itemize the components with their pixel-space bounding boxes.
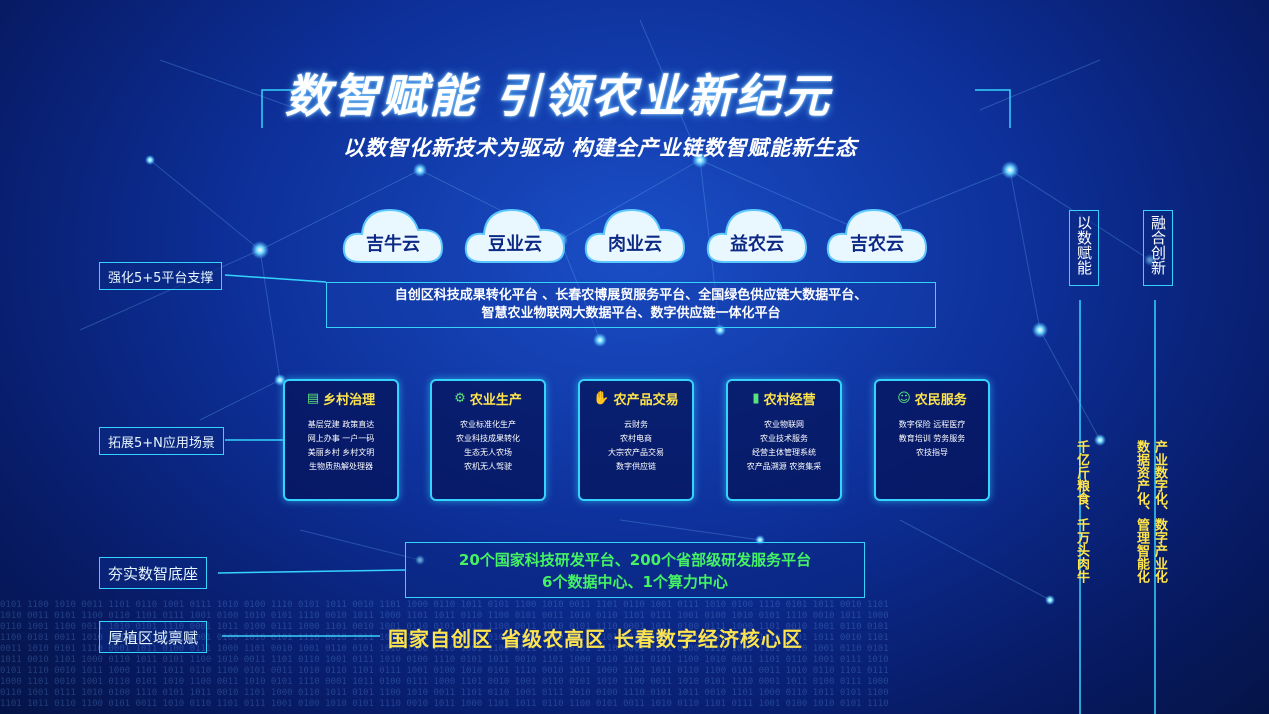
base-box: 20个国家科技研发平台、200个省部级研发服务平台 6个数据中心、1个算力中心 bbox=[405, 542, 865, 598]
page-title: 数智赋能 引领农业新纪元 bbox=[285, 69, 832, 123]
scene-title: 乡村治理 bbox=[323, 393, 376, 408]
farmer-icon: ☺ bbox=[897, 391, 911, 406]
scene-item: 农机无人驾驶 bbox=[464, 462, 512, 471]
handshake-icon: ✋ bbox=[593, 391, 610, 406]
scene-card-agri-production: ⚙农业生产 农业标准化生产 农业科技成果转化 生态无人农场 农机无人驾驶 bbox=[430, 379, 546, 501]
scene-item: 生态无人农场 bbox=[464, 448, 512, 457]
scene-item: 生物质热解处理器 bbox=[309, 462, 373, 471]
platform-line: 自创区科技成果转化平台 、长春农博展贸服务平台、全国绿色供应链大数据平台、 bbox=[394, 288, 868, 303]
scene-item: 数字供应链 bbox=[616, 462, 656, 471]
cloud-rouye: 肉业云 bbox=[580, 196, 690, 268]
bar-chart-icon: ▮ bbox=[752, 391, 760, 406]
right-tag-text: 融合创新 bbox=[1149, 215, 1167, 275]
right-column-grain: 千亿斤粮食、千万头肉牛 bbox=[1072, 440, 1090, 583]
scene-title: 农业生产 bbox=[469, 393, 522, 408]
right-column-text: 数据资产化、管理智能化 bbox=[1134, 440, 1149, 583]
cloud-yinong: 益农云 bbox=[702, 196, 812, 268]
right-column-text: 千亿斤粮食、千万头肉牛 bbox=[1074, 440, 1089, 583]
scene-item: 农业标准化生产 bbox=[460, 420, 516, 429]
scene-card-rural-governance: ▤乡村治理 基层党建 政策直达 网上办事 一户一码 美丽乡村 乡村文明 生物质热… bbox=[283, 379, 399, 501]
scene-card-product-trade: ✋农产品交易 云财务 农村电商 大宗农产品交易 数字供应链 bbox=[578, 379, 694, 501]
scene-item: 经营主体管理系统 bbox=[752, 448, 816, 457]
scene-item: 大宗农产品交易 bbox=[608, 448, 664, 457]
scene-item: 农业科技成果转化 bbox=[456, 434, 520, 443]
scene-item: 农业技术服务 bbox=[760, 434, 808, 443]
cloud-icon bbox=[584, 208, 686, 263]
platform-line: 智慧农业物联网大数据平台、数字供应链一体化平台 bbox=[481, 306, 781, 321]
binary-pattern: 0101 1100 1010 0011 1101 0110 1001 0111 … bbox=[0, 600, 889, 709]
tractor-icon: ⚙ bbox=[454, 391, 466, 406]
scene-item: 网上办事 一户一码 bbox=[307, 434, 375, 443]
right-tag-text: 以数赋能 bbox=[1075, 215, 1093, 275]
scene-item: 农村电商 bbox=[620, 434, 652, 443]
cloud-douye: 豆业云 bbox=[460, 196, 570, 268]
cloud-label: 吉牛云 bbox=[366, 234, 420, 255]
scene-item: 云财务 bbox=[624, 420, 648, 429]
cloud-label: 益农云 bbox=[730, 234, 784, 255]
right-tag-empower: 以数赋能 bbox=[1069, 210, 1099, 286]
cloud-jinong: 吉农云 bbox=[822, 196, 932, 268]
cloud-icon bbox=[826, 208, 928, 263]
scene-title: 农产品交易 bbox=[613, 393, 679, 408]
scene-card-rural-business: ▮农村经营 农业物联网 农业技术服务 经营主体管理系统 农产品溯源 农资集采 bbox=[726, 379, 842, 501]
base-line: 20个国家科技研发平台、200个省部级研发服务平台 bbox=[458, 551, 812, 569]
cloud-label: 吉农云 bbox=[850, 234, 904, 255]
cloud-jiniu: 吉牛云 bbox=[338, 196, 448, 268]
side-label-scenes: 拓展5+N应用场景 bbox=[99, 427, 224, 455]
scene-title: 农村经营 bbox=[763, 393, 816, 408]
scene-card-farmer-service: ☺农民服务 数字保险 远程医疗 教育培训 劳务服务 农技指导 bbox=[874, 379, 990, 501]
scene-item: 基层党建 政策直达 bbox=[307, 420, 375, 429]
region-zones: 国家自创区 省级农高区 长春数字经济核心区 bbox=[388, 627, 803, 651]
side-label-platform: 强化5+5平台支撑 bbox=[99, 262, 223, 290]
platform-box: 自创区科技成果转化平台 、长春农博展贸服务平台、全国绿色供应链大数据平台、 智慧… bbox=[326, 282, 936, 328]
right-column-digital: 产业数字化、数字产业化 数据资产化、管理智能化 bbox=[1132, 440, 1168, 583]
scene-item: 教育培训 劳务服务 bbox=[898, 434, 966, 443]
side-label-region: 厚植区域禀赋 bbox=[99, 621, 208, 653]
right-tag-innovation: 融合创新 bbox=[1143, 210, 1173, 286]
scene-item: 美丽乡村 乡村文明 bbox=[307, 448, 375, 457]
scene-item: 农业物联网 bbox=[764, 420, 804, 429]
scene-item: 农产品溯源 农资集采 bbox=[746, 462, 822, 471]
page-subtitle: 以数智化新技术为驱动 构建全产业链数智赋能新生态 bbox=[343, 136, 858, 160]
cloud-label: 豆业云 bbox=[488, 234, 542, 255]
right-column-text: 产业数字化、数字产业化 bbox=[1152, 440, 1167, 583]
cloud-icon bbox=[342, 208, 444, 263]
cloud-icon bbox=[706, 208, 808, 263]
cloud-icon bbox=[464, 208, 566, 263]
scene-title: 农民服务 bbox=[914, 393, 967, 408]
document-icon: ▤ bbox=[306, 391, 320, 406]
scene-item: 数字保险 远程医疗 bbox=[898, 420, 966, 429]
base-line: 6个数据中心、1个算力中心 bbox=[542, 573, 728, 591]
side-label-base: 夯实数智底座 bbox=[99, 557, 208, 589]
scene-item: 农技指导 bbox=[916, 448, 948, 457]
cloud-label: 肉业云 bbox=[608, 234, 662, 255]
